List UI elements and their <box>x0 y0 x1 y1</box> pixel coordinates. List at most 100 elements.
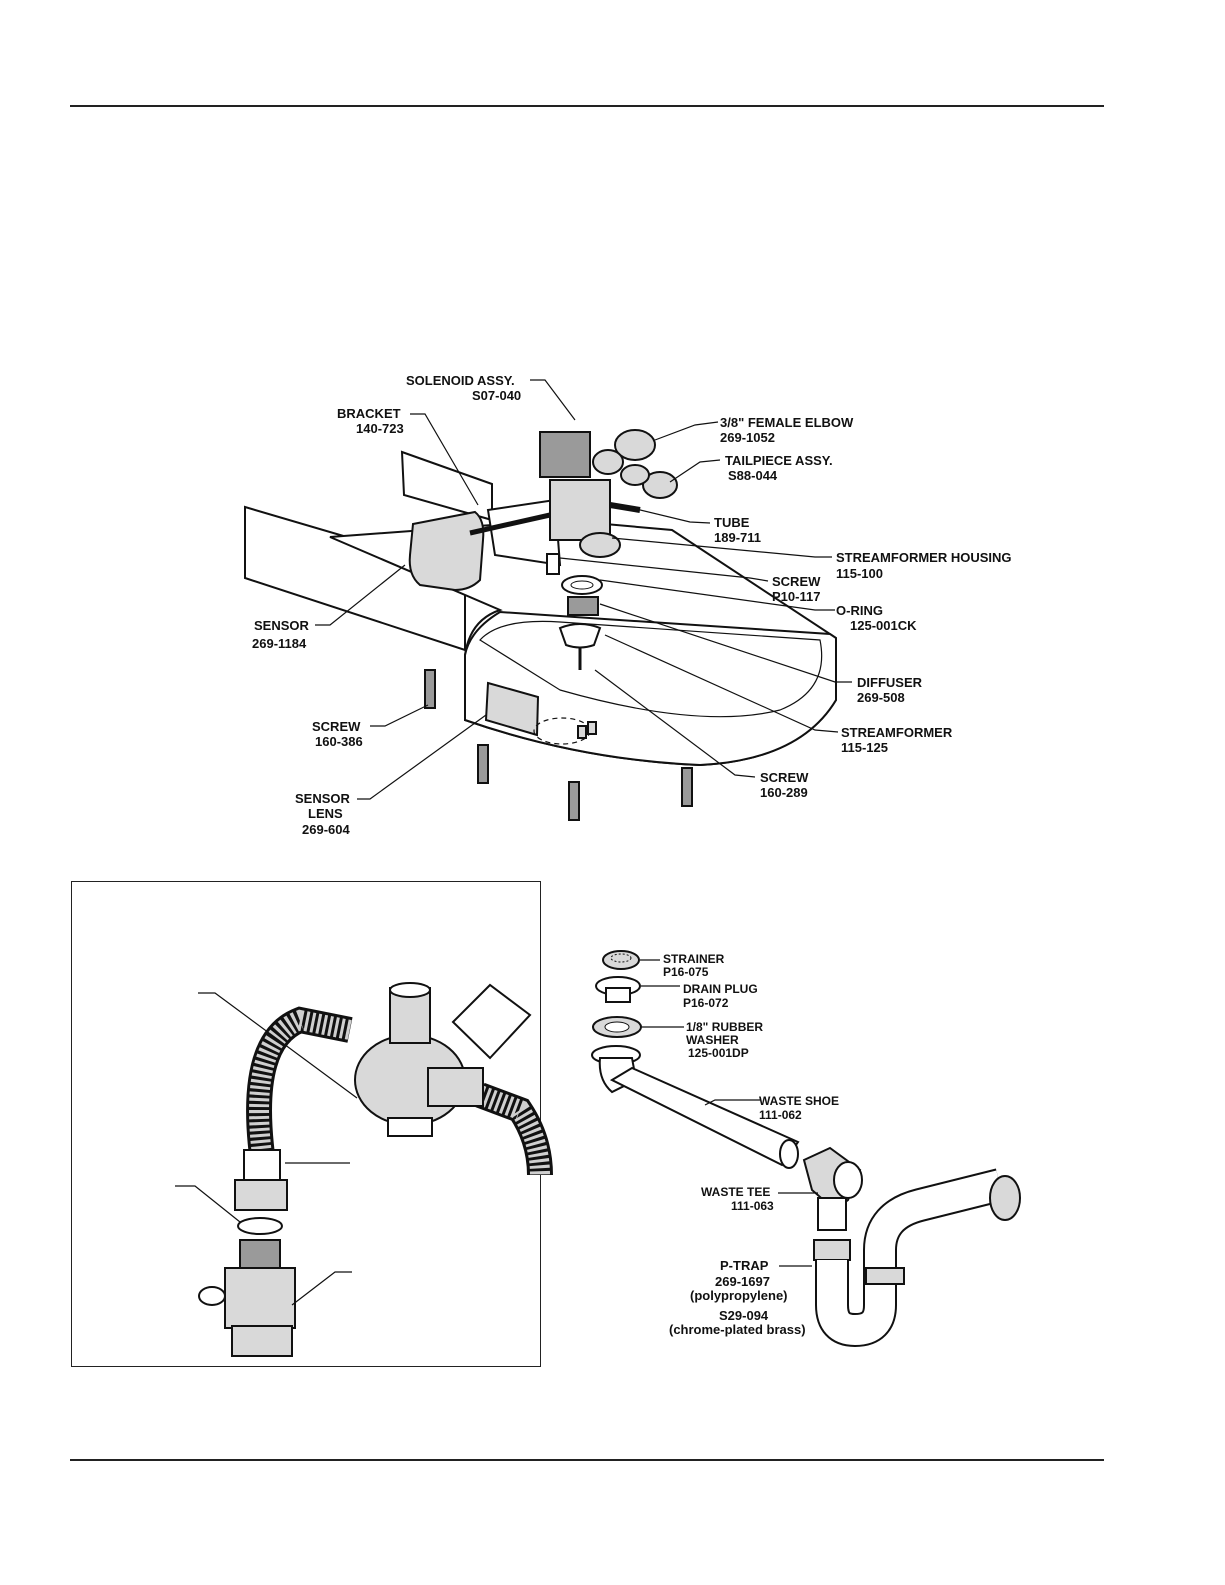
leader-solenoid <box>530 379 576 421</box>
waste-shoe-end <box>779 1139 799 1169</box>
leader-screw-p10 <box>559 557 769 582</box>
label-strainer-part: P16-075 <box>663 965 709 979</box>
solenoid-housing <box>549 479 611 541</box>
right-fitting <box>427 1067 484 1107</box>
label-tailpiece-part: S88-044 <box>728 468 778 483</box>
top-rule <box>70 105 1104 107</box>
screw-160-289-c <box>681 767 693 807</box>
leader-diffuser <box>599 603 852 683</box>
strainer-shape <box>602 950 640 970</box>
label-elbow-name: 3/8" FEMALE ELBOW <box>720 415 854 430</box>
p-trap-body-fill <box>817 1170 1004 1346</box>
leader-bracket <box>410 413 479 506</box>
label-screw-p10-part: P10-117 <box>772 589 820 604</box>
screw-160-386-shape <box>424 669 436 709</box>
label-sensor-lens-name1: SENSOR <box>295 791 351 806</box>
label-screw-160-386-part: 160-386 <box>315 734 363 749</box>
solenoid-assy-shape <box>539 431 591 478</box>
stop-valve-thread <box>239 1239 281 1271</box>
label-screw-p10-name: SCREW <box>772 574 821 589</box>
label-sensor-part: 269-1184 <box>252 636 307 651</box>
label-solenoid-part: S07-040 <box>472 388 521 403</box>
label-waste-shoe-part: 111-062 <box>759 1108 802 1122</box>
leader-screw-160-289 <box>594 669 756 778</box>
inset-washer <box>237 1217 283 1235</box>
p-trap-nut <box>865 1267 905 1285</box>
diffuser-shape <box>567 596 599 616</box>
label-screw-160-289-part: 160-289 <box>760 785 808 800</box>
label-waste-shoe-name: WASTE SHOE <box>759 1094 839 1108</box>
leader-sensor <box>315 564 406 626</box>
strainer-holes <box>610 953 632 963</box>
o-ring-hole <box>570 580 594 590</box>
rod <box>469 512 551 536</box>
label-o-ring-name: O-RING <box>836 603 883 618</box>
leader-waste-shoe <box>704 1099 760 1106</box>
label-diffuser-part: 269-508 <box>857 690 905 705</box>
label-streamformer-name: STREAMFORMER <box>841 725 953 740</box>
screw-160-289-b <box>568 781 580 821</box>
bowl-front-edge <box>464 610 837 767</box>
streamformer-housing-shape <box>579 532 621 558</box>
female-elbow-a <box>614 429 656 461</box>
label-sensor-name: SENSOR <box>254 618 310 633</box>
tailpiece-shape-2 <box>620 464 650 486</box>
female-elbow-b <box>592 449 624 475</box>
label-waste-tee-name: WASTE TEE <box>701 1185 770 1199</box>
label-p-trap-name: P-TRAP <box>720 1258 769 1273</box>
label-streamformer-housing-part: 115-100 <box>836 566 883 581</box>
hose-ferrule <box>243 1149 281 1183</box>
valve-inset <box>175 982 553 1357</box>
drain-assembly: STRAINER P16-075 DRAIN PLUG P16-072 1/8"… <box>591 950 1021 1348</box>
label-drain-plug-name: DRAIN PLUG <box>683 982 758 996</box>
label-diffuser-name: DIFFUSER <box>857 675 923 690</box>
leader-elbow <box>654 421 719 441</box>
valve-tag <box>451 983 532 1060</box>
braided-hose-fill <box>249 1009 352 1157</box>
label-bracket-part: 140-723 <box>356 421 404 436</box>
hose-nut <box>234 1179 288 1211</box>
label-streamformer-housing-name: STREAMFORMER HOUSING <box>836 550 1012 565</box>
label-streamformer-part: 115-125 <box>841 740 888 755</box>
drain-plug-body <box>605 987 631 1003</box>
p-trap-inlet <box>813 1239 851 1261</box>
leader-sensor-lens <box>357 714 487 800</box>
stop-valve-body <box>224 1267 296 1329</box>
label-p-trap-part1: 269-1697 <box>715 1274 770 1289</box>
label-tailpiece-name: TAILPIECE ASSY. <box>725 453 833 468</box>
leader-inset-valve <box>198 992 358 1099</box>
screw-160-289-a <box>477 744 489 784</box>
sensor-lens-window <box>484 681 540 737</box>
leader-screw-160-386 <box>370 704 429 727</box>
stop-valve-stem <box>198 1286 226 1306</box>
leader-streamformer-housing <box>611 537 832 558</box>
streamformer-shape <box>558 623 602 649</box>
label-sensor-lens-name2: LENS <box>308 806 343 821</box>
small-screw-b <box>587 721 597 735</box>
rubber-washer-hole <box>604 1021 630 1033</box>
label-solenoid-name: SOLENOID ASSY. <box>406 373 515 388</box>
leader-inset-stop <box>291 1271 352 1306</box>
label-washer-part: 125-001DP <box>688 1046 749 1060</box>
main-exploded-view: SOLENOID ASSY. S07-040 BRACKET 140-723 3… <box>244 373 1012 837</box>
leader-o-ring <box>599 579 835 611</box>
right-hose-fill <box>476 1085 550 1176</box>
p-trap-outlet-nut <box>989 1175 1021 1221</box>
waste-tee-stub <box>817 1197 847 1231</box>
label-waste-tee-part: 111-063 <box>731 1199 774 1213</box>
label-tube-part: 189-711 <box>714 530 761 545</box>
label-screw-160-386-name: SCREW <box>312 719 361 734</box>
bottom-rule <box>70 1459 1104 1461</box>
waste-tee-outlet <box>833 1161 863 1199</box>
back-panel <box>400 450 493 522</box>
label-screw-160-289-name: SCREW <box>760 770 809 785</box>
small-screw-a <box>577 725 587 739</box>
sensor-body <box>408 510 485 592</box>
mixing-valve-bottom <box>387 1117 433 1137</box>
label-elbow-part: 269-1052 <box>720 430 775 445</box>
label-washer-name1: 1/8" RUBBER <box>686 1020 763 1034</box>
tailpiece-shape <box>642 471 678 499</box>
screw-p10-shape <box>546 553 560 575</box>
label-p-trap-note1: (polypropylene) <box>690 1288 788 1303</box>
